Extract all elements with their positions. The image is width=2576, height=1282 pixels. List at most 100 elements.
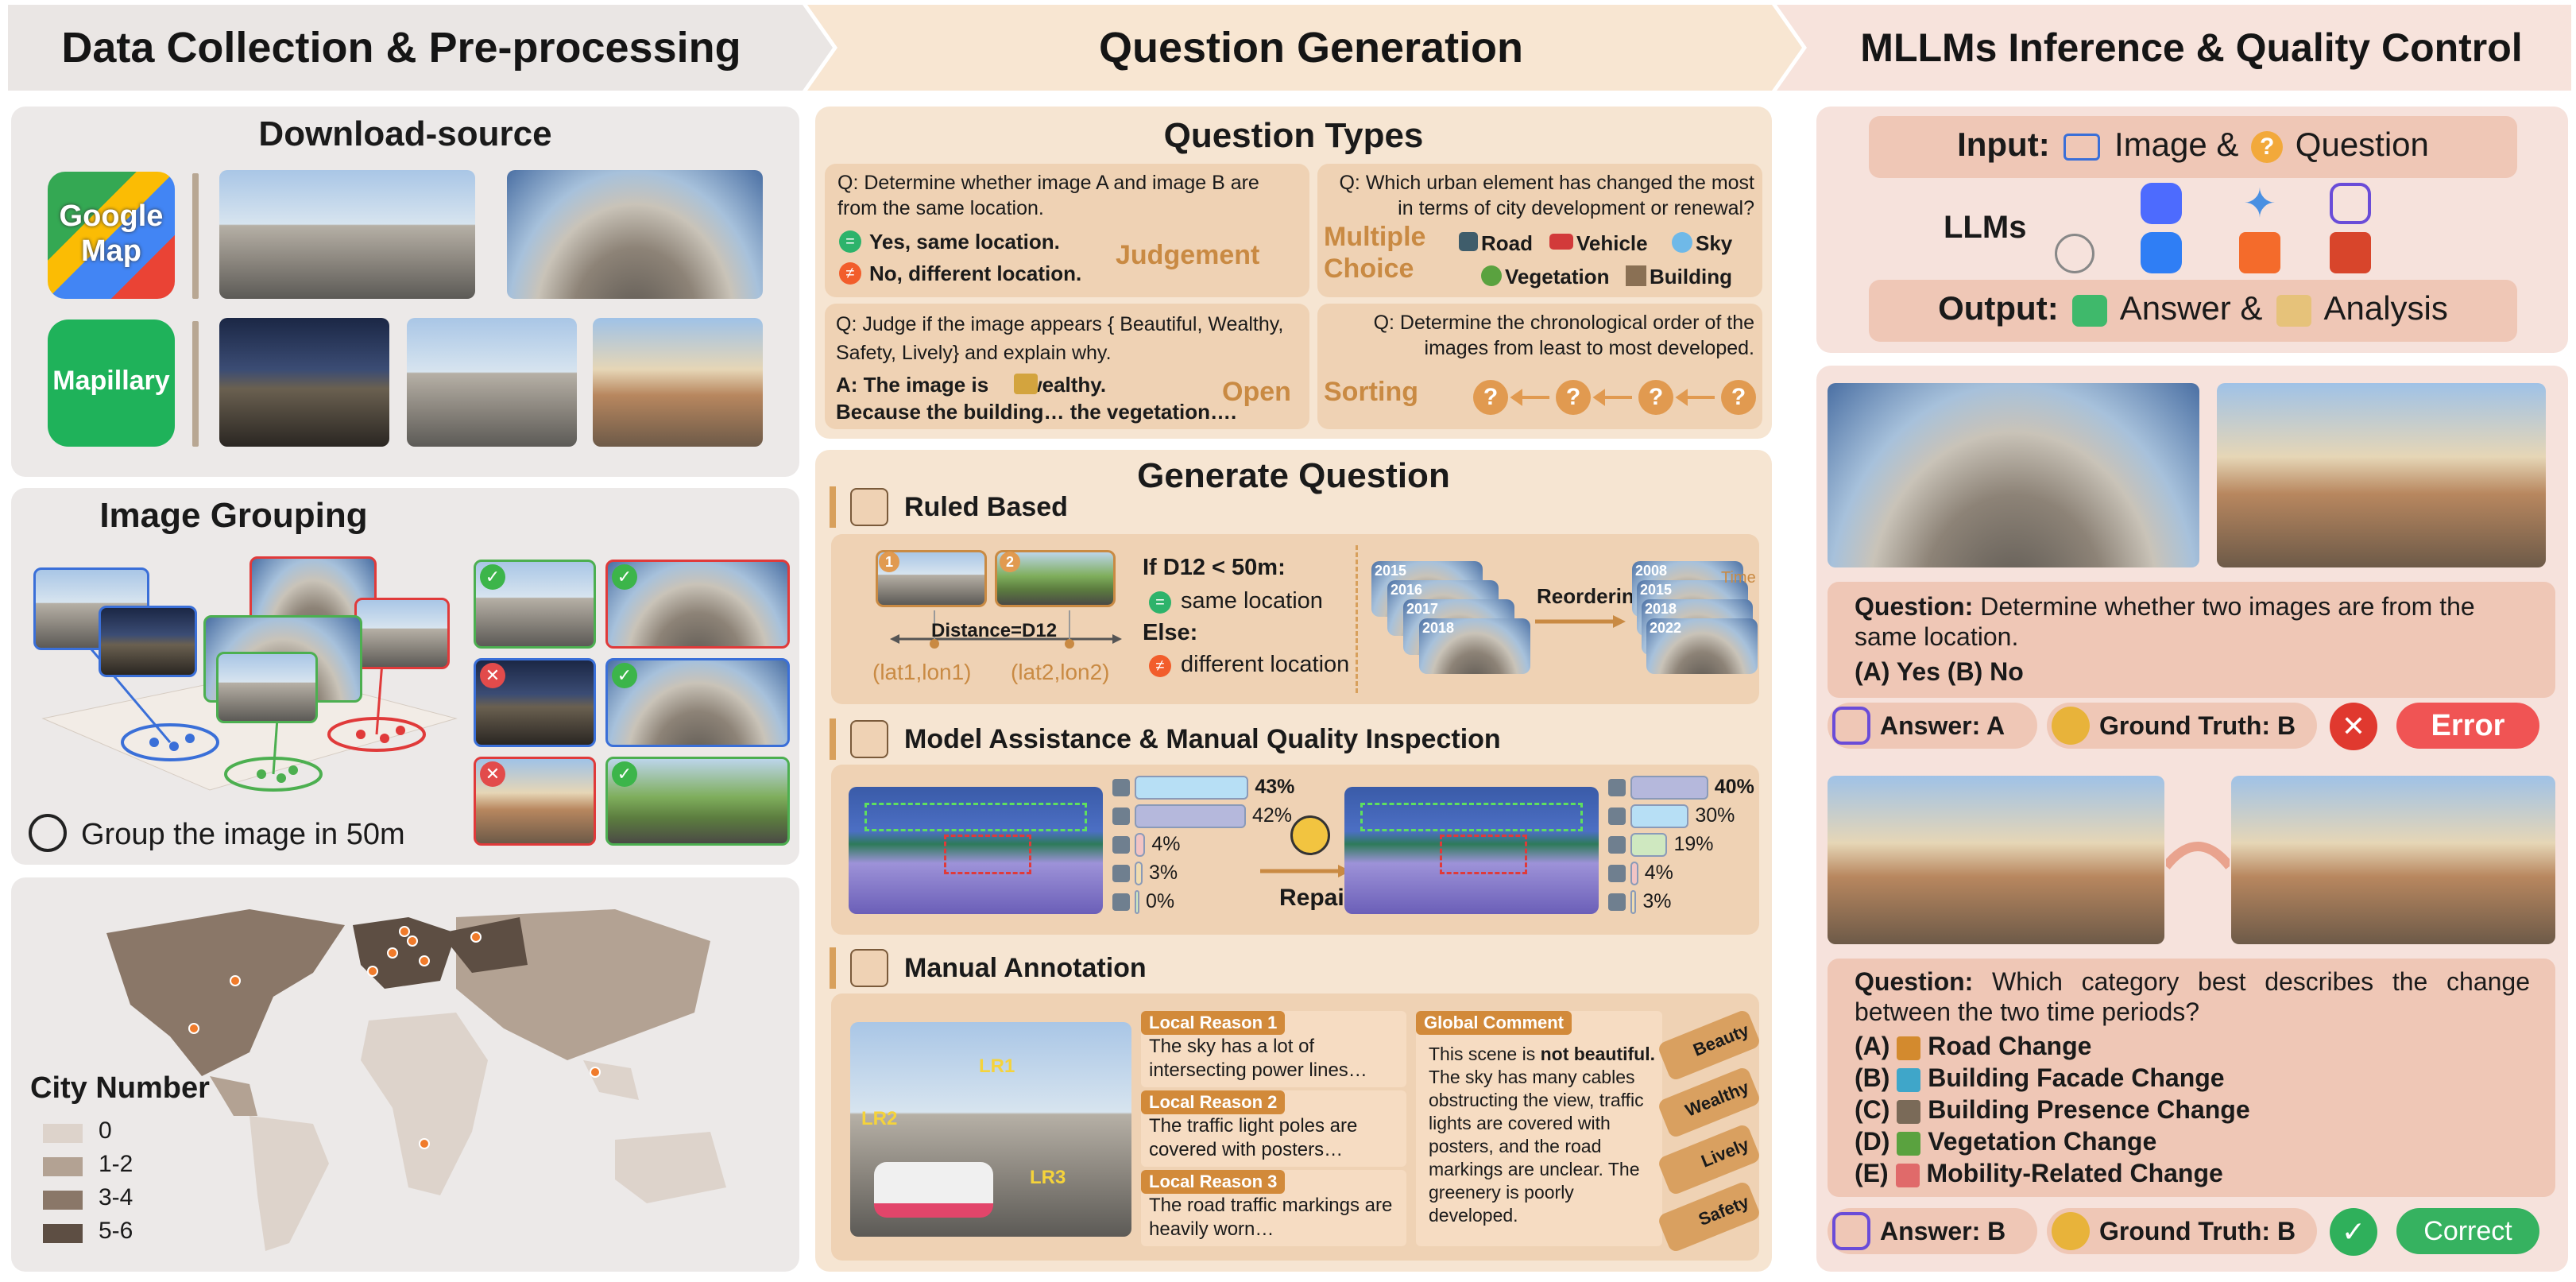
street-photo bbox=[407, 318, 577, 447]
judgement-label: Judgement bbox=[1116, 240, 1260, 270]
option-key: (C) bbox=[1855, 1095, 1890, 1124]
reason-title: Local Reason 1 bbox=[1141, 1011, 1286, 1035]
header-arrows bbox=[8, 5, 2571, 91]
option-key: (A) bbox=[1855, 1032, 1890, 1060]
detection-box bbox=[1360, 803, 1583, 831]
generate-question-title: Generate Question bbox=[1137, 456, 1450, 495]
open-q-safety: Safety, bbox=[836, 342, 896, 364]
question-1-text: Question: Determine whether two images a… bbox=[1855, 591, 2538, 652]
question-icon: ? bbox=[2251, 130, 2284, 163]
manual-box: LR1 LR2 LR3 Local Reason 1 The sky has a… bbox=[831, 993, 1762, 1261]
multiple-choice-box: Q: Which urban element has changed the m… bbox=[1317, 164, 1762, 297]
annotator-icon bbox=[850, 949, 888, 987]
correct-badge: Correct bbox=[2396, 1208, 2539, 1254]
manual-title: Manual Annotation bbox=[904, 953, 1147, 983]
ruled-box: 1 2 Distance=D12 (lat1,lon1) (lat2,lon2)… bbox=[831, 534, 1759, 704]
repair-label: Repair bbox=[1279, 885, 1354, 911]
label-text: Beauty bbox=[1690, 1020, 1752, 1060]
rules-icon bbox=[850, 488, 888, 526]
class-percentage: 19% bbox=[1673, 833, 1714, 855]
option-text: Mobility-Related Change bbox=[1926, 1159, 2223, 1187]
class-percentage: 0% bbox=[1146, 890, 1175, 912]
photo-1-badge: 1 bbox=[879, 552, 899, 572]
section-marker bbox=[830, 486, 836, 528]
street-photo bbox=[219, 318, 389, 447]
detection-box bbox=[944, 835, 1031, 874]
option-a: (A) Road Change bbox=[1855, 1030, 2091, 1062]
open-answer-2: Because the building… the vegetation…. bbox=[836, 400, 1237, 424]
class-icon bbox=[1608, 836, 1626, 854]
photo-2-badge: 2 bbox=[1000, 552, 1020, 572]
legend-title: City Number bbox=[30, 1071, 210, 1105]
option-vegetation: Vegetation bbox=[1505, 265, 1610, 289]
street-photo bbox=[219, 170, 475, 299]
year-label: 2015 bbox=[1640, 582, 1673, 598]
class-percentage: 4% bbox=[1151, 833, 1181, 855]
vegetation-icon bbox=[1897, 1131, 1921, 1156]
header-question-generation: Question Generation bbox=[1098, 24, 1524, 72]
sort-slot: ? bbox=[1721, 380, 1756, 415]
vegetation-icon bbox=[1481, 265, 1502, 286]
global-text-1: This scene is bbox=[1429, 1044, 1536, 1064]
class-percentage: 3% bbox=[1149, 862, 1178, 884]
detection-box bbox=[1440, 835, 1527, 874]
class-icon bbox=[1112, 836, 1130, 854]
reason-text: The traffic light poles are covered with… bbox=[1149, 1115, 1358, 1160]
taxi bbox=[874, 1162, 993, 1218]
question-1-box: Question: Determine whether two images a… bbox=[1828, 582, 2555, 698]
option-c: (C) Building Presence Change bbox=[1855, 1094, 2250, 1125]
road-icon bbox=[1459, 232, 1478, 251]
answer-chip: Answer: B bbox=[1828, 1208, 2037, 1254]
building-icon bbox=[1626, 265, 1646, 286]
legend-swatch bbox=[43, 1224, 83, 1243]
class-icon bbox=[1608, 865, 1626, 882]
class-bars-after: 40%30%19%4%3% bbox=[1608, 776, 1759, 927]
question-types-title: Question Types bbox=[1163, 116, 1424, 155]
year-label: 2017 bbox=[1406, 601, 1439, 617]
model-title: Model Assistance & Manual Quality Inspec… bbox=[904, 724, 1501, 754]
output-answer: Answer & bbox=[2119, 289, 2263, 327]
time-photo bbox=[1419, 618, 1530, 674]
class-bar bbox=[1135, 833, 1146, 857]
equal-icon: = bbox=[839, 230, 861, 253]
detection-box bbox=[864, 803, 1087, 831]
year-label: 2018 bbox=[1422, 620, 1455, 636]
google-maps-icon: Google Map bbox=[48, 172, 175, 299]
open-q-lively: Lively} bbox=[901, 342, 960, 364]
class-bars-before: 43%42%4%3%0% bbox=[1112, 776, 1303, 927]
reason-card: Local Reason 1 The sky has a lot of inte… bbox=[1141, 1011, 1406, 1087]
header-inference: MLLMs Inference & Quality Control bbox=[1860, 25, 2523, 70]
reorder-arrow bbox=[1535, 615, 1626, 628]
option-text: Vegetation Change bbox=[1928, 1127, 2157, 1156]
judgement-yes: Yes, same location. bbox=[869, 230, 1060, 254]
truth-2: Ground Truth: B bbox=[2099, 1216, 2296, 1245]
header-data-collection: Data Collection & Pre-processing bbox=[61, 24, 741, 72]
legend-label: 0 bbox=[99, 1117, 112, 1144]
image-grouping-title: Image Grouping bbox=[99, 496, 368, 535]
world-map-panel: City Number 0 1-2 3-4 5-6 bbox=[11, 877, 799, 1272]
dashed-divider bbox=[1356, 545, 1358, 693]
class-bar bbox=[1630, 862, 1638, 885]
question-2-box: Question: Which category best describes … bbox=[1828, 959, 2555, 1197]
sky-icon bbox=[1672, 232, 1692, 253]
not-equal-icon: ≠ bbox=[1149, 655, 1171, 677]
divider bbox=[192, 321, 199, 447]
class-icon bbox=[1112, 865, 1130, 882]
llm-logo-icon bbox=[2055, 234, 2094, 273]
truth-icon bbox=[2052, 1212, 2090, 1250]
class-percentage: 4% bbox=[1644, 862, 1673, 884]
open-q-wealthy: Wealthy, bbox=[1208, 313, 1284, 335]
check-icon: ✓ bbox=[612, 564, 637, 590]
repair-icon bbox=[1290, 815, 1330, 855]
reason-title: Local Reason 3 bbox=[1141, 1170, 1286, 1194]
option-text: Road Change bbox=[1928, 1032, 2092, 1060]
segmentation-after bbox=[1344, 787, 1599, 914]
llm-logo-icon bbox=[2330, 232, 2371, 273]
question-2-body: Which category best describes the change… bbox=[1855, 967, 2530, 1026]
lr-tag: LR1 bbox=[979, 1055, 1015, 1077]
open-q-beautiful: Beautiful, bbox=[1120, 313, 1203, 335]
reason-card: Local Reason 3 The road traffic markings… bbox=[1141, 1170, 1406, 1246]
question-1-body: Determine whether two images are from th… bbox=[1855, 592, 2475, 651]
check-icon: ✓ bbox=[612, 761, 637, 787]
question-types-panel: Question Types Q: Determine whether imag… bbox=[815, 107, 1772, 439]
